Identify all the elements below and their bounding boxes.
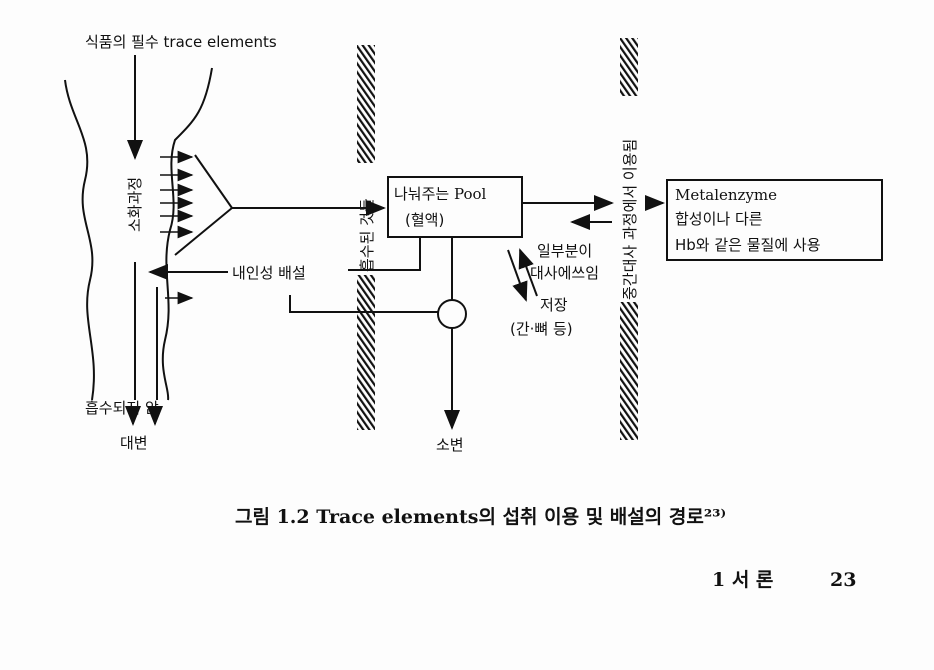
use-line-1: Metalenzyme (675, 186, 777, 204)
intestine-wall-right (161, 67, 213, 401)
pool-label: 나눠주는 Pool (394, 185, 487, 203)
barrier-intermediate (620, 38, 638, 440)
pool-box (387, 176, 523, 238)
urine-label: 소변 (436, 436, 464, 454)
digestion-label: 소화과정 (126, 177, 144, 232)
kidney-circle (437, 299, 467, 329)
absorption-arrows (160, 150, 194, 305)
release-arrow (518, 248, 538, 297)
converge-lines (174, 154, 234, 256)
endogenous-label: 내인성 배설 (232, 264, 306, 282)
partial-label-2: 대사에쓰임 (530, 264, 599, 282)
title-label: 식품의 필수 trace elements (85, 33, 277, 51)
figure-caption: 그림 1.2 Trace elements의 섭취 이용 및 배설의 경로²³⁾ (235, 506, 726, 528)
absorbed-label: 흡수된 것들 (358, 198, 376, 272)
footer-chapter: 1 서 론 (712, 569, 773, 591)
feces-label: 대변 (120, 434, 148, 452)
storage-label: 저장 (540, 296, 568, 314)
not-absorbed-label: 흡수되지 않 (85, 399, 159, 417)
partial-label-1: 일부분이 (537, 242, 592, 260)
footer-page: 23 (830, 569, 856, 591)
storage-arrow (507, 249, 528, 302)
storage-sites-label: (간·뼈 등) (510, 320, 573, 338)
use-line-3: Hb와 같은 물질에 사용 (675, 236, 821, 254)
intestine-wall-left (64, 79, 95, 401)
use-line-2: 합성이나 다른 (675, 210, 763, 228)
pool-sub-label: (혈액) (405, 211, 444, 229)
use-box (666, 179, 883, 261)
barrier-absorbed (357, 45, 375, 430)
intermediate-label: 중간대사 과정에서 이용됨 (621, 139, 639, 300)
